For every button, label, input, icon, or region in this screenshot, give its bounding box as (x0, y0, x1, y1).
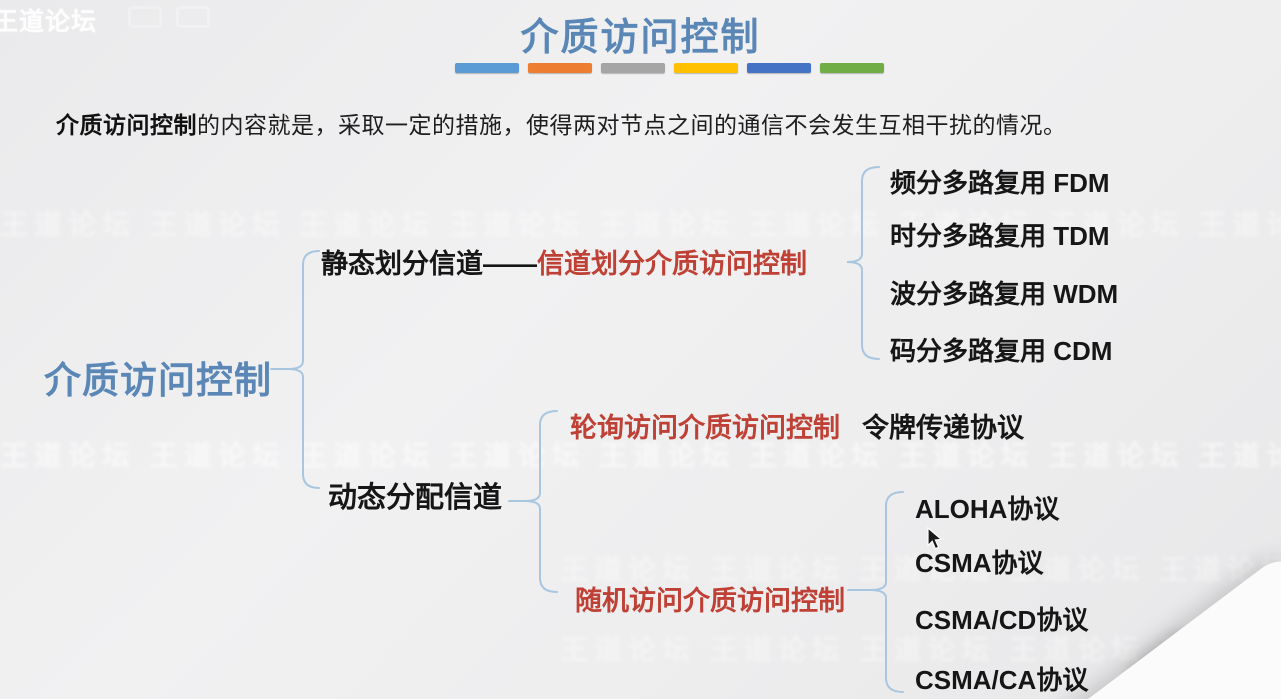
theme-bar (528, 63, 592, 73)
protocol-aloha: ALOHA协议 (915, 494, 1060, 524)
random-branch-label: 随机访问介质访问控制 (575, 586, 845, 616)
mux-item-fdm: 频分多路复用 FDM (890, 168, 1110, 198)
static-branch-black: 静态划分信道—— (321, 249, 537, 279)
polling-black: 令牌传递协议 (862, 413, 1024, 443)
dynamic-branch-label: 动态分配信道 (328, 482, 503, 514)
polling-red: 轮询访问介质访问控制 (570, 413, 840, 443)
intro-sentence: 介质访问控制的内容就是，采取一定的措施，使得两对节点之间的通信不会发生互相干扰的… (56, 106, 1241, 140)
static-branch-label: 静态划分信道——信道划分介质访问控制 (321, 242, 807, 281)
mux-item-wdm: 波分多路复用 WDM (890, 279, 1119, 309)
theme-bar (601, 63, 665, 73)
theme-bar (747, 63, 811, 73)
theme-bar (820, 63, 884, 73)
page-title: 介质访问控制 (520, 17, 761, 59)
protocol-csma-cd: CSMA/CD协议 (915, 605, 1089, 635)
protocol-csma-ca: CSMA/CA协议 (915, 665, 1089, 695)
forum-watermark: 王道论坛 (0, 8, 98, 36)
protocol-csma: CSMA协议 (915, 548, 1044, 578)
mux-item-cdm: 码分多路复用 CDM (890, 336, 1113, 366)
faint-logo-marks (128, 6, 248, 32)
mindmap-root-label: 介质访问控制 (44, 361, 272, 402)
theme-color-bars (455, 63, 891, 73)
theme-bar (674, 63, 738, 73)
polling-branch-label: 轮询访问介质访问控制令牌传递协议 (570, 406, 1024, 445)
intro-lead: 介质访问控制 (56, 112, 197, 138)
static-branch-red: 信道划分介质访问控制 (537, 249, 807, 279)
intro-rest: 的内容就是，采取一定的措施，使得两对节点之间的通信不会发生互相干扰的情况。 (197, 112, 1067, 138)
theme-bar (455, 63, 519, 73)
mux-item-tdm: 时分多路复用 TDM (890, 221, 1110, 251)
